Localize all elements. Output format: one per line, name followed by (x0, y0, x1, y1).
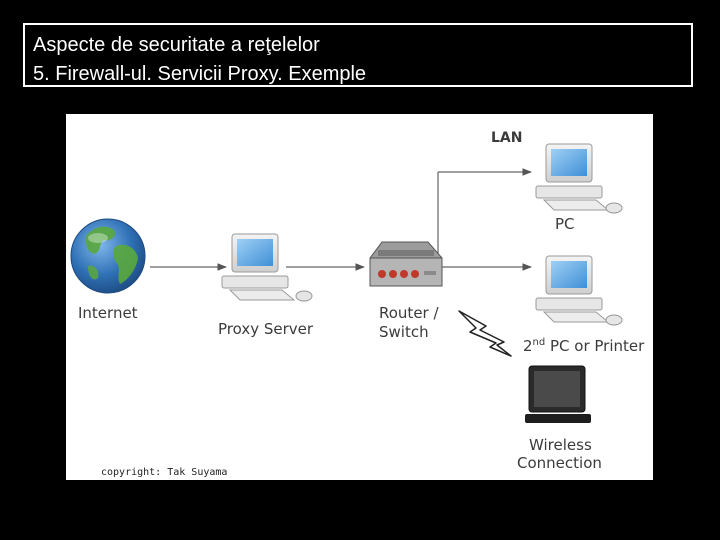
pc-label: PC (555, 215, 575, 233)
copyright-text: copyright: Tak Suyama (101, 467, 227, 478)
router-label-line-2: Switch (379, 323, 429, 341)
second-pc-label-sup: nd (533, 337, 546, 348)
slide-title-box: Aspecte de securitate a reţelelor 5. Fir… (23, 23, 693, 87)
wireless-label-line-2: Connection (517, 454, 602, 472)
second-pc-label-rest: PC or Printer (545, 337, 645, 355)
network-diagram: LAN Internet Proxy Server Router / Switc… (66, 114, 653, 480)
router-label-line-1: Router / (379, 304, 439, 322)
pc-computer-icon (535, 143, 623, 214)
proxy-server-label: Proxy Server (218, 320, 314, 338)
wireless-lightning-icon (458, 310, 512, 357)
connection-lines (150, 168, 532, 271)
wireless-label-line-1: Wireless (529, 436, 592, 454)
router-switch-icon (369, 241, 443, 287)
second-pc-label: 2nd PC or Printer (523, 337, 645, 355)
slide-title-line-2: 5. Firewall-ul. Servicii Proxy. Exemple (33, 63, 367, 85)
proxy-server-computer-icon (221, 233, 313, 302)
second-pc-computer-icon (535, 255, 623, 326)
wireless-laptop-icon (525, 365, 591, 423)
lan-label: LAN (491, 130, 522, 146)
internet-globe-icon (70, 218, 146, 294)
second-pc-label-number: 2 (523, 337, 533, 355)
internet-label: Internet (78, 304, 138, 322)
slide-title-line-1: Aspecte de securitate a reţelelor (33, 34, 320, 56)
